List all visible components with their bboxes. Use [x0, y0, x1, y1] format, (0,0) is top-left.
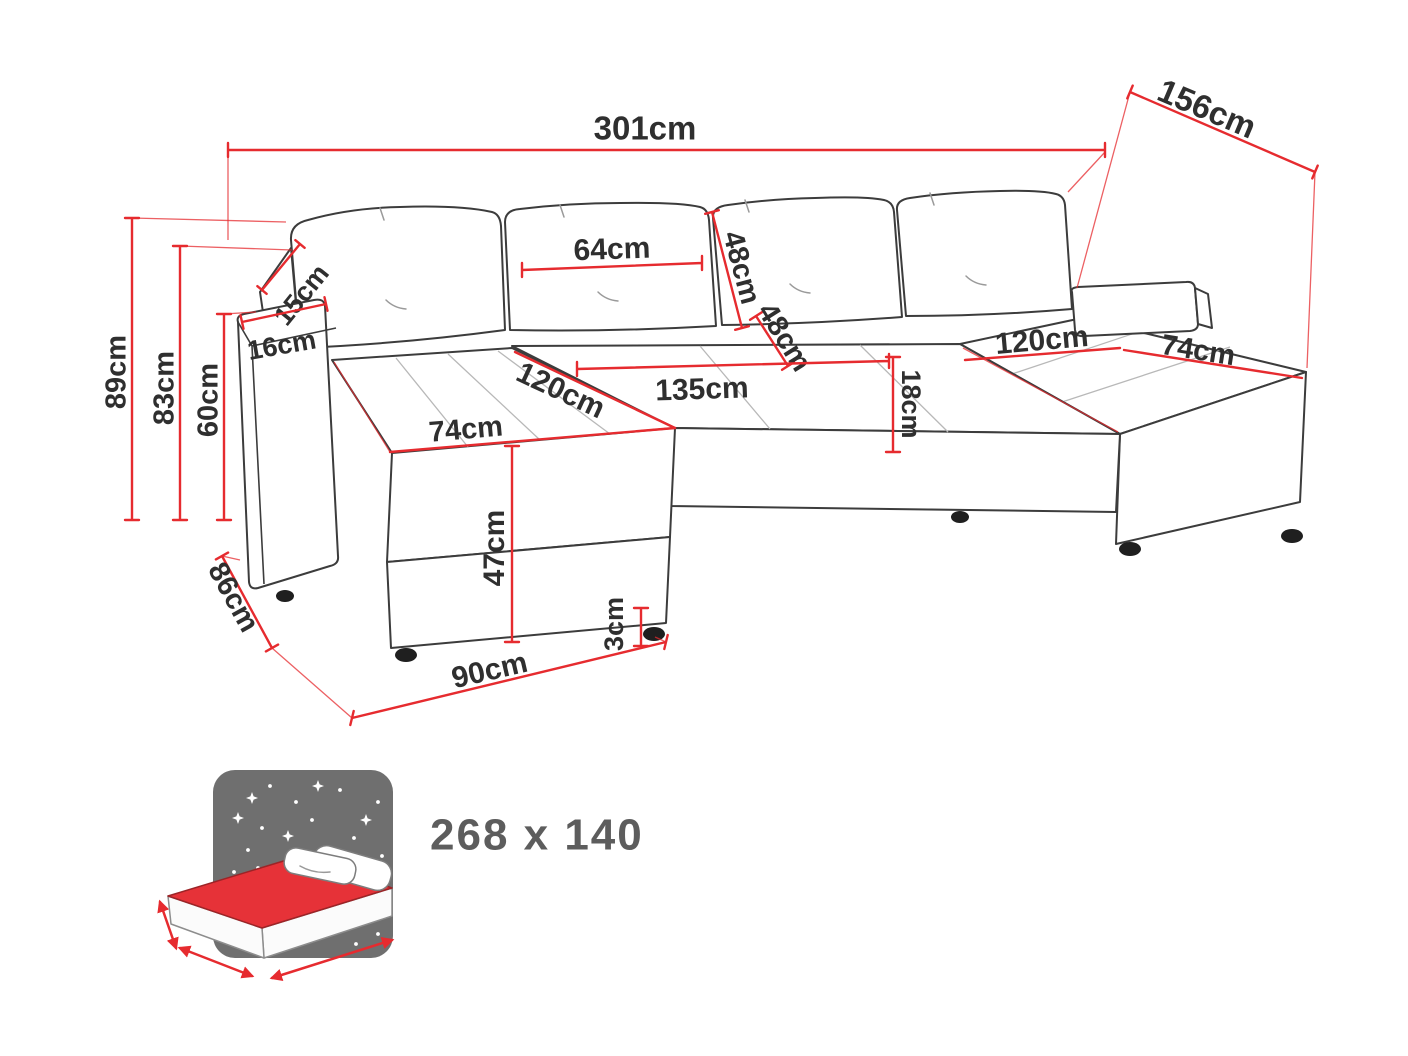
- chaise-right-front: [1115, 371, 1307, 545]
- chaise-left-seams: [395, 350, 611, 448]
- dim-back-cushion-width: 64cm: [520, 232, 704, 279]
- pillows: [283, 844, 393, 892]
- dim-total-width-label: 301cm: [594, 110, 697, 147]
- dim-height-armrest: 60cm: [193, 311, 257, 522]
- back-cushion-3: [711, 196, 903, 326]
- star-sparkle-icon: [232, 812, 244, 824]
- dim-chaise-left-width-label: 74cm: [428, 410, 505, 448]
- sofa-legs: [276, 511, 1303, 662]
- dim-chaise-right-length-label: 120cm: [994, 320, 1090, 361]
- dim-height-armrest-label: 60cm: [193, 363, 225, 437]
- star-sparkle-icon: [246, 792, 258, 804]
- dim-total-width: 301cm: [226, 110, 1107, 240]
- unfold-arrow-left: [157, 899, 179, 951]
- sofa-leg: [1281, 529, 1303, 543]
- sofa-leg: [643, 627, 665, 641]
- unfold-arrows: [157, 899, 395, 981]
- dim-back-cushion-width-label: 64cm: [573, 232, 651, 268]
- star-sparkle-icon: [312, 780, 324, 792]
- star-dot: [376, 932, 380, 936]
- star-dot: [232, 870, 236, 874]
- dim-leg-height: 3cm: [599, 597, 650, 651]
- star-dot: [246, 848, 250, 852]
- dim-seat-height: 47cm: [478, 444, 521, 644]
- dim-leg-height-label: 3cm: [599, 597, 629, 651]
- chaise-left-base: [386, 536, 671, 649]
- unfold-arrow-bottom-right: [269, 937, 395, 981]
- sofa-leg: [951, 511, 969, 523]
- pillow-fold-line: [299, 865, 331, 874]
- star-dot: [352, 836, 356, 840]
- dim-seat-height-label: 47cm: [478, 510, 511, 587]
- dim-seat-back-gap-label: 18cm: [896, 369, 926, 438]
- star-dot: [376, 800, 380, 804]
- armrest-right-side: [1194, 287, 1213, 329]
- star-sparkle-icon: [282, 830, 294, 842]
- sofa-drawing: [236, 189, 1307, 662]
- dim-chaise-left-width: 74cm: [388, 410, 677, 454]
- star-dot: [268, 784, 272, 788]
- dim-height-backrest-label: 83cm: [149, 351, 181, 425]
- star-dot: [310, 818, 314, 822]
- dim-height-total-label: 89cm: [101, 335, 133, 409]
- back-cushion-1: [289, 205, 506, 349]
- sofa-leg: [1119, 542, 1141, 556]
- sleeping-area-label: 268 x 140: [430, 811, 644, 860]
- sleeping-function-icon: 268 x 140: [157, 770, 644, 981]
- back-cushion-4: [895, 189, 1073, 317]
- armrest-right: [1070, 280, 1199, 338]
- dim-seat-back-gap: 18cm: [884, 355, 926, 454]
- pillow-front: [283, 847, 357, 885]
- middle-seat-front: [669, 427, 1121, 513]
- dim-seat-middle-width-label: 135cm: [655, 371, 750, 407]
- star-sparkle-icon: [360, 814, 372, 826]
- star-dot: [338, 788, 342, 792]
- star-dot: [260, 826, 264, 830]
- dim-chaise-right-length: 120cm: [962, 320, 1122, 433]
- dim-total-depth-label: 156cm: [1153, 71, 1262, 145]
- unfold-arrow-bottom-left: [177, 945, 255, 979]
- middle-seat-seams: [699, 344, 949, 433]
- dim-height-backrest: 83cm: [149, 244, 293, 522]
- armrest-left-top-edges: [237, 321, 337, 585]
- star-dot: [354, 942, 358, 946]
- sofa-leg: [276, 590, 294, 602]
- sofa-leg: [395, 648, 417, 662]
- star-dot: [294, 800, 298, 804]
- dim-height-total: 89cm: [101, 216, 287, 522]
- star-dot: [380, 854, 384, 858]
- cushion-creases: [379, 192, 987, 310]
- dim-chaise-footprint-depth-label: 90cm: [449, 646, 531, 695]
